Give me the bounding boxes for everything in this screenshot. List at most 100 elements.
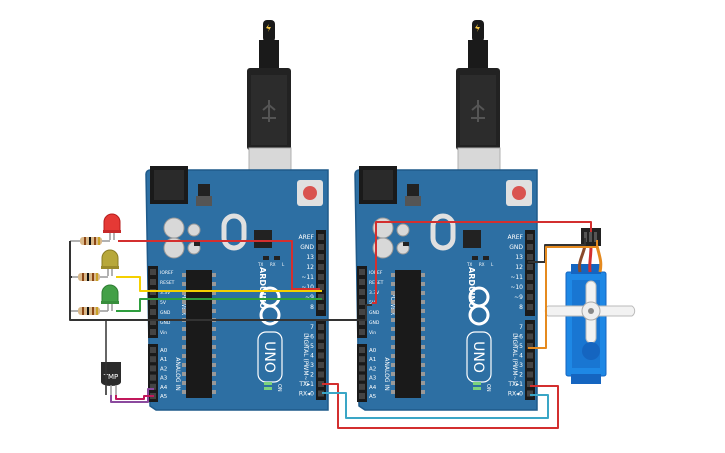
led-red[interactable] xyxy=(103,213,121,240)
digital-pin-label: ~6 xyxy=(305,334,314,341)
reset-button-cap[interactable] xyxy=(512,186,526,200)
digital-pin[interactable] xyxy=(318,371,324,378)
digital-pin[interactable] xyxy=(318,304,324,310)
digital-pin[interactable] xyxy=(318,333,324,340)
analog-pin[interactable] xyxy=(150,347,156,353)
power-pin[interactable] xyxy=(359,309,365,315)
digital-pin[interactable] xyxy=(527,362,533,368)
analog-pin[interactable] xyxy=(359,356,365,363)
digital-pin[interactable] xyxy=(318,381,324,387)
digital-pin[interactable] xyxy=(527,333,533,340)
digital-pin[interactable] xyxy=(318,352,324,359)
digital-pin[interactable] xyxy=(527,343,533,349)
power-pin[interactable] xyxy=(150,299,156,305)
analog-pin[interactable] xyxy=(359,374,365,381)
digital-pin[interactable] xyxy=(527,234,533,240)
digital-pin-label: 7 xyxy=(310,324,314,331)
resistor-3[interactable] xyxy=(70,307,108,315)
wire-serial-rx[interactable] xyxy=(322,392,549,419)
analog-pin[interactable] xyxy=(150,383,156,390)
power-pin[interactable] xyxy=(359,329,365,335)
temperature-sensor[interactable]: TMP xyxy=(101,362,121,395)
digital-pin[interactable] xyxy=(318,254,324,260)
arduino-logo-text: ARDUINO xyxy=(258,267,267,309)
power-pin[interactable] xyxy=(359,319,365,325)
usb-chip xyxy=(463,230,481,248)
resistor-1[interactable] xyxy=(70,237,110,245)
digital-pin[interactable] xyxy=(527,371,533,378)
led-green[interactable] xyxy=(101,284,119,311)
arduino-logo-text: ARDUINO xyxy=(467,267,476,309)
analog-pin-label: A4 xyxy=(369,385,377,391)
power-pin[interactable] xyxy=(359,279,365,285)
digital-pin[interactable] xyxy=(318,324,324,330)
power-pin[interactable] xyxy=(359,289,365,295)
reset-button-cap[interactable] xyxy=(303,186,317,200)
wire-red-led[interactable] xyxy=(118,240,320,290)
wire-sensor-power[interactable] xyxy=(115,395,154,400)
digital-pin[interactable] xyxy=(527,284,533,290)
power-pin[interactable] xyxy=(150,329,156,335)
atmega-chip xyxy=(186,270,212,398)
digital-pin[interactable] xyxy=(318,274,324,280)
analog-pin[interactable] xyxy=(359,383,365,390)
digital-pin[interactable] xyxy=(527,352,533,359)
wire-ground-bus[interactable] xyxy=(69,241,372,321)
on-led-label: ON xyxy=(276,384,282,392)
digital-pin[interactable] xyxy=(527,324,533,330)
digital-pin[interactable] xyxy=(527,244,533,250)
wire-serial-tx[interactable] xyxy=(322,383,559,429)
power-pin-label: GND xyxy=(160,320,171,326)
digital-pin[interactable] xyxy=(527,304,533,310)
wire-ground-sensor[interactable] xyxy=(70,319,107,395)
power-pin-label: 3.3V xyxy=(369,290,380,296)
digital-header-top xyxy=(525,230,535,316)
wire-sensor-signal[interactable] xyxy=(110,388,154,403)
analog-pin[interactable] xyxy=(150,356,156,363)
digital-pin[interactable] xyxy=(527,264,533,270)
power-pin[interactable] xyxy=(150,309,156,315)
analog-pin[interactable] xyxy=(359,365,365,372)
analog-pin[interactable] xyxy=(150,374,156,381)
crystal xyxy=(221,213,247,251)
digital-pin[interactable] xyxy=(527,254,533,260)
digital-pin[interactable] xyxy=(527,274,533,280)
analog-pin-label: A2 xyxy=(369,366,376,372)
digital-pin[interactable] xyxy=(318,343,324,349)
digital-pin[interactable] xyxy=(318,294,324,300)
digital-pin[interactable] xyxy=(318,390,324,397)
wire-servo-power[interactable] xyxy=(372,221,592,304)
power-pin[interactable] xyxy=(150,319,156,325)
resistor-2[interactable] xyxy=(70,273,108,281)
analog-pin[interactable] xyxy=(359,393,365,399)
power-pin[interactable] xyxy=(150,279,156,285)
digital-pin[interactable] xyxy=(527,294,533,300)
power-pin[interactable] xyxy=(359,269,365,275)
wire-yellow-led[interactable] xyxy=(116,276,322,292)
analog-pin[interactable] xyxy=(359,347,365,353)
digital-pin[interactable] xyxy=(527,390,533,397)
usb-cable-right[interactable] xyxy=(456,20,501,189)
servo-motor[interactable] xyxy=(544,228,636,384)
digital-pin[interactable] xyxy=(527,381,533,387)
digital-pin-label: AREF xyxy=(507,234,523,241)
power-pin-label: GND xyxy=(160,310,171,316)
power-pin[interactable] xyxy=(150,269,156,275)
digital-pin[interactable] xyxy=(318,244,324,250)
led-yellow[interactable] xyxy=(101,249,119,276)
power-pin[interactable] xyxy=(359,299,365,305)
wire-servo-ground[interactable] xyxy=(528,238,586,263)
analog-pin[interactable] xyxy=(150,365,156,372)
analog-title: ANALOG IN xyxy=(383,357,390,390)
digital-pin[interactable] xyxy=(318,264,324,270)
digital-pin-label: 13 xyxy=(306,254,314,261)
wire-green-led[interactable] xyxy=(116,298,322,312)
digital-pin[interactable] xyxy=(318,284,324,290)
digital-pin[interactable] xyxy=(318,234,324,240)
usb-cable-left[interactable] xyxy=(247,20,292,189)
wire-servo-signal[interactable] xyxy=(528,240,598,349)
digital-pin[interactable] xyxy=(318,362,324,368)
analog-pin-label: A2 xyxy=(160,366,167,372)
